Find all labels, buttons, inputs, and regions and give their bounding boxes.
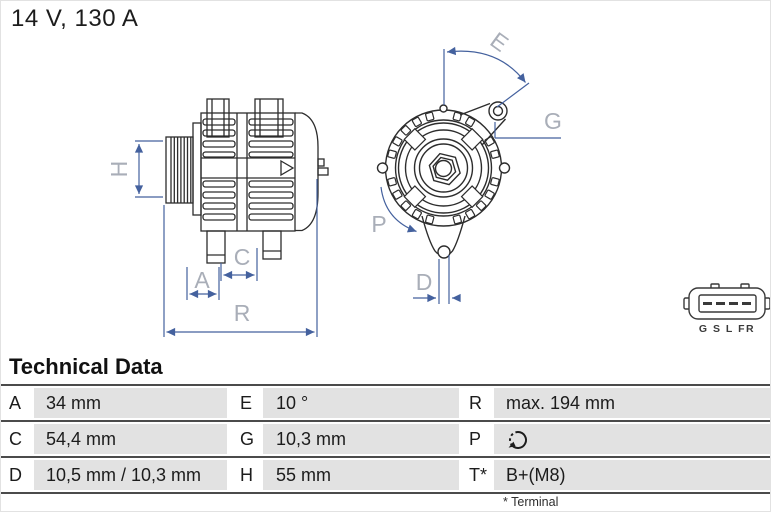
right-ear <box>498 162 511 174</box>
dimension-r <box>163 179 318 337</box>
dim-key: T* <box>469 465 487 485</box>
technical-data-heading: Technical Data <box>9 354 163 379</box>
dim-value: max. 194 mm <box>494 388 770 418</box>
dimension-c <box>220 248 258 281</box>
dim-label-p: P <box>371 211 386 237</box>
dim-label-d: D <box>416 269 433 295</box>
adjuster-lug <box>459 101 508 146</box>
dim-key: P <box>469 429 482 449</box>
dimension-lines-side <box>134 140 318 337</box>
dim-key: A <box>9 393 22 413</box>
clockwise-rotation-icon <box>508 430 527 449</box>
table-rule <box>1 492 770 494</box>
technical-data-table: A 34 mm E 10 ° R max. 194 mm C 54,4 mm G… <box>1 384 770 494</box>
connector-pins-label: G S L FR <box>699 323 755 335</box>
top-tab <box>439 104 448 113</box>
dim-key: G <box>240 429 255 449</box>
mounting-feet <box>206 230 282 264</box>
left-ear <box>376 162 389 174</box>
terminal-footnote: * Terminal <box>503 495 559 509</box>
dim-value-rotation <box>494 424 770 454</box>
dim-value: 54,4 mm <box>34 424 227 454</box>
dim-label-h: H <box>106 161 132 178</box>
rotation-arrow-p <box>380 186 417 233</box>
dim-value: 10 ° <box>263 388 459 418</box>
table-row: D 10,5 mm / 10,3 mm H 55 mm T* B+(M8) <box>1 460 770 490</box>
dim-label-a: A <box>194 267 210 293</box>
dim-label-g: G <box>544 108 562 134</box>
dim-key: E <box>240 393 253 413</box>
alternator-body-side <box>200 98 329 264</box>
side-view-drawing <box>165 98 329 264</box>
dim-key: D <box>9 465 22 485</box>
dim-value: 55 mm <box>263 460 459 490</box>
cooling-fins-left <box>202 118 236 221</box>
dim-label-c: C <box>234 244 251 270</box>
dimension-lines-front <box>380 46 561 304</box>
table-rule <box>1 456 770 458</box>
table-rule <box>1 420 770 422</box>
dim-key: H <box>240 465 253 485</box>
dim-label-r: R <box>234 300 251 326</box>
dim-label-e: E <box>486 27 514 57</box>
table-row: A 34 mm E 10 ° R max. 194 mm <box>1 388 770 418</box>
front-view-drawing <box>376 101 511 259</box>
alternator-technical-drawing: H A C R <box>106 27 770 337</box>
table-row: C 54,4 mm G 10,3 mm P <box>1 424 770 454</box>
page-title: 14 V, 130 A <box>11 5 139 32</box>
dim-value: 10,3 mm <box>263 424 459 454</box>
bottom-mounting-lug <box>421 215 466 259</box>
connector-plug-icon <box>683 283 770 320</box>
dimension-e <box>443 46 530 108</box>
dimension-h <box>134 140 163 198</box>
dim-key: C <box>9 429 22 449</box>
dim-key: R <box>469 393 482 413</box>
cooling-fins-right <box>248 118 294 221</box>
pulley <box>165 122 202 216</box>
table-rule <box>1 384 770 386</box>
shaft-nut <box>428 152 461 186</box>
dim-value: 10,5 mm / 10,3 mm <box>34 460 227 490</box>
dim-value: 34 mm <box>34 388 227 418</box>
dimension-a <box>186 267 220 300</box>
dim-value: B+(M8) <box>494 460 770 490</box>
dimension-d <box>413 255 461 304</box>
dimension-g <box>494 122 561 139</box>
